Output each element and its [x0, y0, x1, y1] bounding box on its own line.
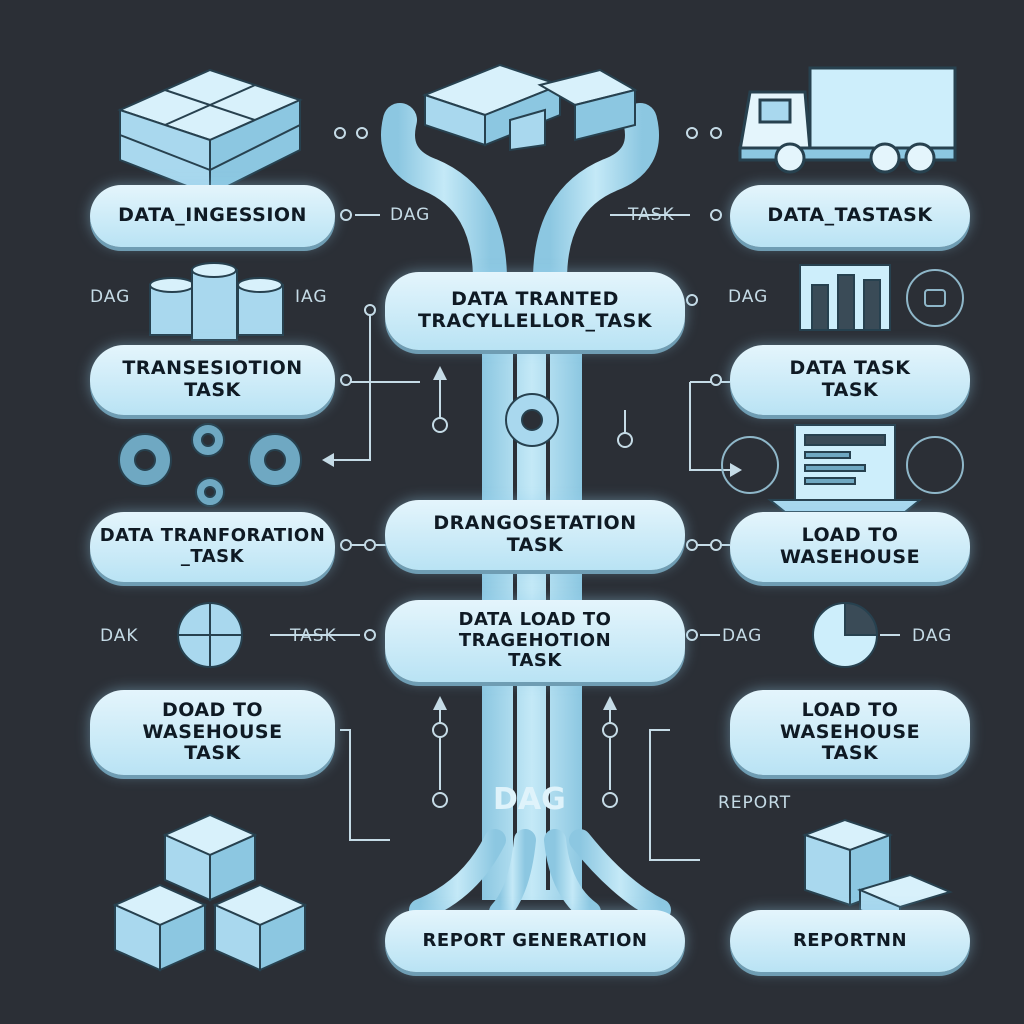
- node-data-ingestion[interactable]: DATA_INGESSION: [90, 185, 335, 247]
- node-line: LOAD TO: [801, 698, 899, 721]
- connector-knobs: [334, 127, 722, 808]
- node-line: DATA TRANTED: [451, 288, 619, 311]
- trunk-roots: [409, 829, 671, 923]
- arrow-heads: [322, 366, 742, 710]
- node-line: TASK: [821, 379, 879, 401]
- node-line: TRANSESIOTION: [122, 357, 303, 380]
- node-line: TASK: [508, 650, 562, 672]
- edge-label-task: TASK: [628, 205, 675, 225]
- edge-label-dag: DAG: [90, 287, 131, 307]
- hub-icon: [505, 393, 559, 447]
- node-line: WASEHOUSE: [142, 720, 283, 743]
- node-line: TRACYLLELLOR_TASK: [417, 310, 653, 332]
- node-line: WASEHOUSE: [779, 546, 921, 568]
- node-data-task-task[interactable]: DATA TASK TASK: [730, 345, 970, 415]
- edge-label-dag: DAG: [390, 205, 431, 225]
- center-title: DAG: [493, 782, 566, 817]
- server-stack-icon: [422, 63, 638, 152]
- node-line: DOAD TO: [161, 698, 264, 721]
- node-line: DATA LOAD TO: [458, 608, 612, 630]
- edge-label-dag: DAG: [728, 287, 769, 307]
- node-reportnn[interactable]: REPORTNN: [730, 910, 970, 972]
- node-load-to-wasehouse-task[interactable]: LOAD TO WASEHOUSE TASK: [730, 690, 970, 775]
- node-line: TASK: [506, 534, 564, 556]
- node-line: DATA_TASTASK: [767, 204, 933, 227]
- edge-label-dag: DAG: [722, 626, 763, 646]
- node-line: DATA TASK: [789, 357, 911, 380]
- node-line: REPORTNN: [792, 929, 908, 951]
- node-line: DATA TRANFORATION: [99, 525, 326, 547]
- stacked-boxes-icon: [117, 68, 303, 197]
- node-line: LOAD TO: [801, 524, 899, 547]
- node-line: TASK: [184, 379, 241, 401]
- node-line: TASK: [184, 742, 241, 765]
- node-load-to-wasehouse[interactable]: LOAD TO WASEHOUSE: [730, 512, 970, 582]
- node-line: DATA_INGESSION: [118, 204, 307, 227]
- node-line: REPORT GENERATION: [422, 929, 648, 951]
- node-line: DRANGOSETATION: [433, 512, 637, 535]
- edge-label-report: REPORT: [718, 793, 792, 813]
- node-line: TRAGEHOTION: [458, 629, 612, 651]
- edge-label-dag: DAG: [912, 626, 953, 646]
- node-data-tastask[interactable]: DATA_TASTASK: [730, 185, 970, 247]
- node-report-generation[interactable]: REPORT GENERATION: [385, 910, 685, 972]
- node-line: _TASK: [180, 546, 245, 567]
- target-icon: [721, 269, 964, 494]
- node-line: TASK: [821, 742, 879, 765]
- node-line: WASEHOUSE: [779, 720, 921, 743]
- delivery-truck-icon: [738, 66, 957, 174]
- bar-chart-icon: [799, 264, 891, 331]
- node-doad-to-wasehouse-task[interactable]: DOAD TO WASEHOUSE TASK: [90, 690, 335, 775]
- database-cylinders-icon: [149, 262, 284, 341]
- edge-label-task: TASK: [290, 626, 337, 646]
- connector-lines: [270, 214, 900, 861]
- warehouse-boxes-icon: [112, 813, 953, 972]
- node-data-trnated[interactable]: DATA TRANTED TRACYLLELLOR_TASK: [385, 272, 685, 350]
- node-data-tranforation-task[interactable]: DATA TRANFORATION _TASK: [90, 512, 335, 582]
- edge-label-iag: IAG: [295, 287, 328, 307]
- laptop-table-icon: [767, 424, 923, 513]
- edge-label-dak: DAK: [100, 626, 139, 646]
- gear-icon: [118, 423, 302, 507]
- pie-chart-icon: [177, 601, 879, 668]
- node-data-load-to-task[interactable]: DATA LOAD TO TRAGEHOTION TASK: [385, 600, 685, 682]
- central-trunk: [381, 103, 659, 300]
- node-drangosetation-task[interactable]: DRANGOSETATION TASK: [385, 500, 685, 570]
- node-transesiotion-task[interactable]: TRANSESIOTION TASK: [90, 345, 335, 415]
